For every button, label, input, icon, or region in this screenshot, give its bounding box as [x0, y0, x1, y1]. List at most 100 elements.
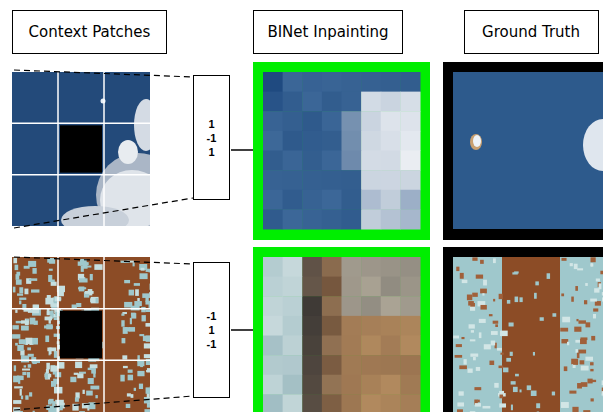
paint-flake	[122, 338, 126, 343]
paint-flake	[500, 395, 504, 399]
paint-flake	[593, 314, 596, 318]
pixel-block	[400, 375, 420, 395]
paint-flake	[475, 403, 481, 407]
context-image	[12, 72, 150, 226]
paint-flake	[600, 271, 603, 275]
pixel-block	[342, 209, 362, 229]
paint-flake	[28, 364, 31, 368]
pixel-block	[283, 277, 303, 297]
paint-flake	[121, 313, 124, 315]
paint-flake	[576, 349, 578, 353]
paint-flake	[453, 336, 459, 339]
paint-flake	[494, 383, 498, 388]
paint-flake	[12, 334, 20, 339]
paint-flake	[536, 403, 540, 408]
paint-flake	[493, 299, 495, 302]
paint-flake	[594, 288, 599, 292]
patch-grid-line	[103, 72, 105, 226]
pixel-block	[322, 92, 342, 112]
paint-flake	[144, 354, 150, 358]
paint-flake	[476, 367, 480, 371]
paint-flake	[570, 263, 573, 266]
paint-flake	[602, 391, 603, 396]
paint-flake	[14, 386, 23, 388]
pixel-block	[342, 296, 362, 316]
paint-flake	[484, 344, 491, 349]
pixel-block	[342, 92, 362, 112]
pixel-block	[381, 190, 401, 210]
prediction-frame	[253, 62, 430, 240]
pixel-block	[283, 209, 303, 229]
paint-flake	[477, 400, 479, 403]
pixel-block	[283, 151, 303, 171]
pixel-block	[361, 190, 381, 210]
pixel-block	[342, 316, 362, 336]
paint-flake	[15, 265, 19, 270]
paint-flake	[86, 391, 93, 396]
pixel-block	[322, 151, 342, 171]
paint-flake	[13, 287, 16, 293]
pixel-block	[400, 131, 420, 151]
paint-flake	[580, 339, 587, 344]
pixel-block	[381, 151, 401, 171]
truth-frame	[443, 247, 603, 412]
pixel-block	[361, 257, 381, 277]
paint-flake	[75, 362, 82, 369]
zoom-line	[14, 396, 193, 410]
pixel-block	[361, 111, 381, 131]
paint-flake	[509, 322, 514, 326]
paint-flake	[128, 375, 133, 381]
paint-flake	[590, 369, 593, 371]
paint-flake	[86, 266, 91, 268]
paint-flake	[51, 366, 58, 372]
pixel-block	[361, 277, 381, 297]
paint-flake	[144, 343, 150, 348]
paint-flake	[500, 353, 503, 355]
pixel-block	[381, 131, 401, 151]
paint-flake	[583, 410, 590, 412]
pixel-block	[283, 190, 303, 210]
paint-flake	[143, 336, 150, 341]
cloud-shape	[61, 206, 129, 226]
pixel-block	[263, 336, 283, 356]
masked-patch	[60, 311, 102, 359]
patch-grid-line	[12, 308, 150, 310]
bright-dot	[473, 135, 481, 147]
context-image	[12, 257, 150, 412]
paint-flake	[31, 289, 39, 292]
paint-flake	[46, 363, 50, 370]
image-background	[12, 257, 150, 412]
paint-flake	[456, 267, 459, 271]
code-vector-box: -1 1 -1	[193, 262, 230, 398]
paint-flake	[128, 370, 133, 373]
paint-flake	[139, 273, 147, 279]
paint-flake	[19, 287, 23, 293]
paint-flake	[79, 278, 88, 282]
paint-flake	[16, 272, 20, 276]
paint-flake	[76, 303, 81, 307]
paint-flake	[137, 371, 144, 376]
pixel-block	[322, 277, 342, 297]
pixel-block	[322, 170, 342, 190]
pixel-block	[302, 296, 322, 316]
truth-image	[453, 257, 603, 412]
pixel-block	[283, 355, 303, 375]
pixel-block	[322, 72, 342, 92]
paint-flake	[512, 272, 517, 274]
paint-flake	[70, 377, 76, 382]
paint-flake	[131, 313, 136, 316]
patch-grid-line	[57, 72, 59, 226]
wood-band	[502, 257, 560, 412]
paint-flake	[141, 307, 145, 312]
paint-flake	[25, 395, 28, 399]
inpainting-image	[263, 257, 421, 412]
paint-flake	[585, 283, 588, 286]
paint-flake	[576, 319, 578, 321]
paint-flake	[130, 318, 132, 324]
paint-flake	[602, 297, 603, 301]
paint-flake	[134, 301, 142, 306]
paint-flake	[27, 347, 31, 350]
paint-flake	[150, 386, 151, 388]
pixel-block	[263, 277, 283, 297]
paint-flake	[506, 358, 511, 362]
